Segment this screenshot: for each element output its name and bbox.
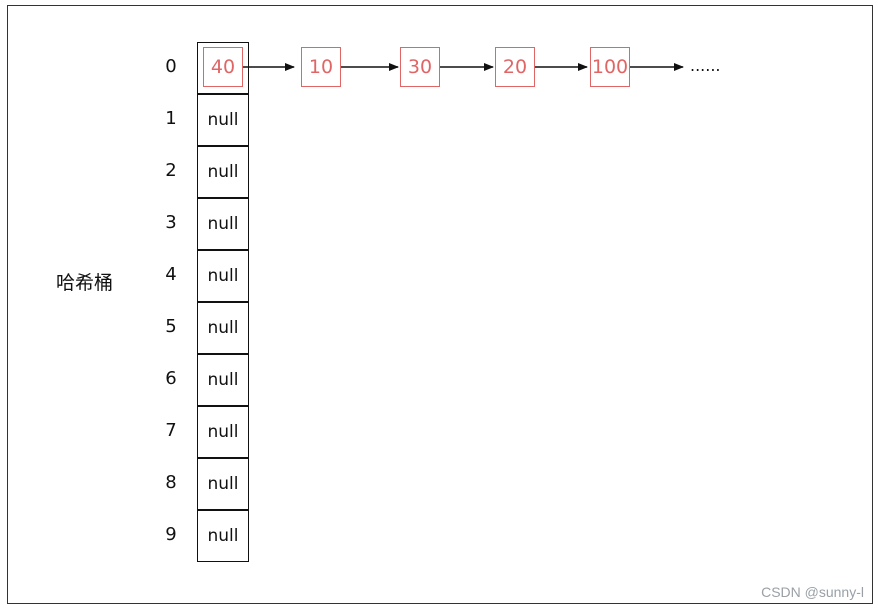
- chain-node-30: 30: [400, 47, 440, 87]
- index-label-5: 5: [165, 316, 177, 337]
- index-label-6: 6: [165, 368, 177, 389]
- index-label-8: 8: [165, 472, 177, 493]
- bucket-cell-4: null: [197, 250, 249, 302]
- bucket-cell-6: null: [197, 354, 249, 406]
- chain-continuation: ......: [690, 56, 721, 75]
- index-label-0: 0: [165, 56, 177, 77]
- chain-node-20: 20: [495, 47, 535, 87]
- chain-node-40: 40: [203, 47, 243, 87]
- bucket-cell-8: null: [197, 458, 249, 510]
- index-label-2: 2: [165, 160, 177, 181]
- bucket-cell-2: null: [197, 146, 249, 198]
- bucket-cell-1: null: [197, 94, 249, 146]
- bucket-cell-9: null: [197, 510, 249, 562]
- chain-node-100: 100: [590, 47, 630, 87]
- bucket-cell-7: null: [197, 406, 249, 458]
- bucket-cell-3: null: [197, 198, 249, 250]
- watermark: CSDN @sunny-l: [761, 584, 864, 600]
- index-label-9: 9: [165, 524, 177, 545]
- index-label-1: 1: [165, 108, 177, 129]
- index-label-3: 3: [165, 212, 177, 233]
- index-label-4: 4: [165, 264, 177, 285]
- index-label-7: 7: [165, 420, 177, 441]
- diagram-frame: [7, 5, 873, 604]
- bucket-cell-5: null: [197, 302, 249, 354]
- chain-node-10: 10: [301, 47, 341, 87]
- bucket-label: 哈希桶: [56, 272, 114, 294]
